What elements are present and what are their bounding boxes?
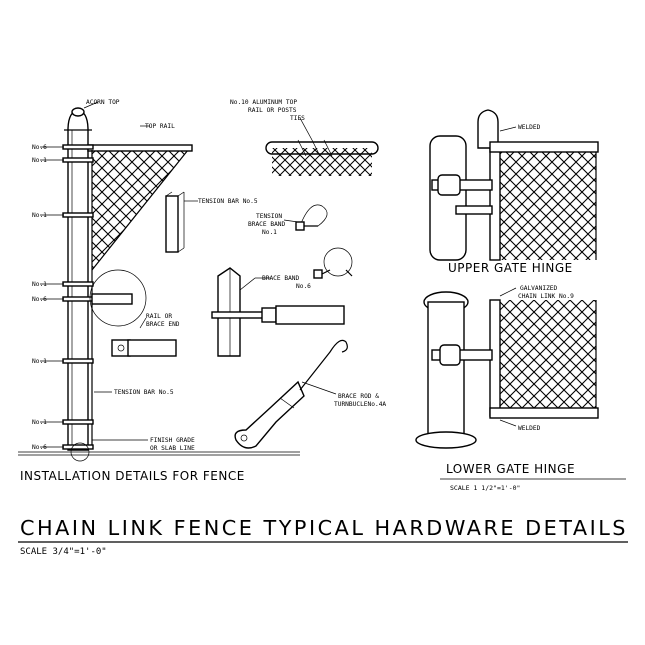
- brace-rail-end: [91, 293, 133, 305]
- label-brace-rod-1: BRACE ROD &: [338, 393, 379, 400]
- tension-bar-piece: [165, 191, 198, 253]
- brace-end-fitting: [111, 339, 177, 357]
- label-welded-lower: WELDED: [518, 425, 541, 432]
- caption-lower-hinge: LOWER GATE HINGE: [446, 462, 575, 476]
- lower-gate-hinge: [415, 287, 599, 449]
- label-al-top-1: No.10 ALUMINUM TOP: [230, 99, 297, 106]
- brace-rail-assembly: [211, 267, 345, 357]
- label-no1-a: No.1: [32, 157, 47, 164]
- tension-band-part: [283, 204, 328, 231]
- label-brace-rod-2: TURNBUCLENo.4A: [334, 401, 386, 408]
- label-welded-upper: WELDED: [518, 124, 541, 131]
- label-no1-c: No.1: [32, 281, 47, 288]
- label-galv-1: GALVANIZED: [520, 285, 558, 292]
- label-top-rail: TOP RAIL: [145, 123, 175, 130]
- line-post-assembly: [18, 101, 300, 462]
- brace-diagonal: [91, 149, 189, 271]
- upper-gate-hinge: [429, 109, 599, 261]
- label-brace-band-2: No.6: [296, 283, 311, 290]
- label-no1-b: No.1: [32, 212, 47, 219]
- caption-installation: INSTALLATION DETAILS FOR FENCE: [20, 469, 245, 483]
- label-no6-c: No.6: [32, 444, 47, 451]
- label-rail-brace-2: BRACE END: [146, 321, 180, 328]
- label-acorn-top: ACORN TOP: [86, 99, 120, 106]
- detail-circle: [89, 269, 147, 327]
- main-title: CHAIN LINK FENCE TYPICAL HARDWARE DETAIL…: [20, 516, 628, 540]
- top-rail: [87, 144, 193, 152]
- aluminum-tie-detail: [265, 117, 379, 176]
- caption-lower-scale: SCALE 1 1/2"=1'-0": [450, 484, 520, 492]
- label-tension-band-2: BRACE BAND: [248, 221, 286, 228]
- acorn-top-cap: [71, 107, 85, 117]
- leaders: [40, 101, 150, 448]
- label-no6-a: No.6: [32, 144, 47, 151]
- label-no1-d: No.1: [32, 358, 47, 365]
- footing: [70, 442, 90, 462]
- labels: ACORN TOP TOP RAIL No.6 No.1 No.1 No.1 N…: [32, 99, 574, 452]
- brace-band-part: [313, 247, 353, 279]
- caption-upper-hinge: UPPER GATE HINGE: [448, 261, 573, 275]
- brace-rod-turnbuckle: [234, 339, 348, 449]
- label-tension-band-1: TENSION: [256, 213, 282, 220]
- label-finish-grade-1: FINISH GRADE: [150, 437, 195, 444]
- label-brace-band-1: BRACE BAND: [262, 275, 300, 282]
- label-tension-bar-left: TENSION BAR No.5: [114, 389, 174, 396]
- label-rail-brace-1: RAIL OR: [146, 313, 172, 320]
- label-no6-b: No.6: [32, 296, 47, 303]
- main-scale: SCALE 3/4"=1'-0": [20, 547, 107, 557]
- label-tension-bar: TENSION BAR No.5: [198, 198, 258, 205]
- label-al-top-3: TIES: [290, 115, 305, 122]
- label-finish-grade-2: OR SLAB LINE: [150, 445, 195, 452]
- label-tension-band-3: No.1: [262, 229, 277, 236]
- label-al-top-2: RAIL OR POSTS: [248, 107, 297, 114]
- captions: INSTALLATION DETAILS FOR FENCE UPPER GAT…: [20, 261, 628, 557]
- label-no1-e: No.1: [32, 419, 47, 426]
- label-galv-2: CHAIN LINK No.9: [518, 293, 574, 300]
